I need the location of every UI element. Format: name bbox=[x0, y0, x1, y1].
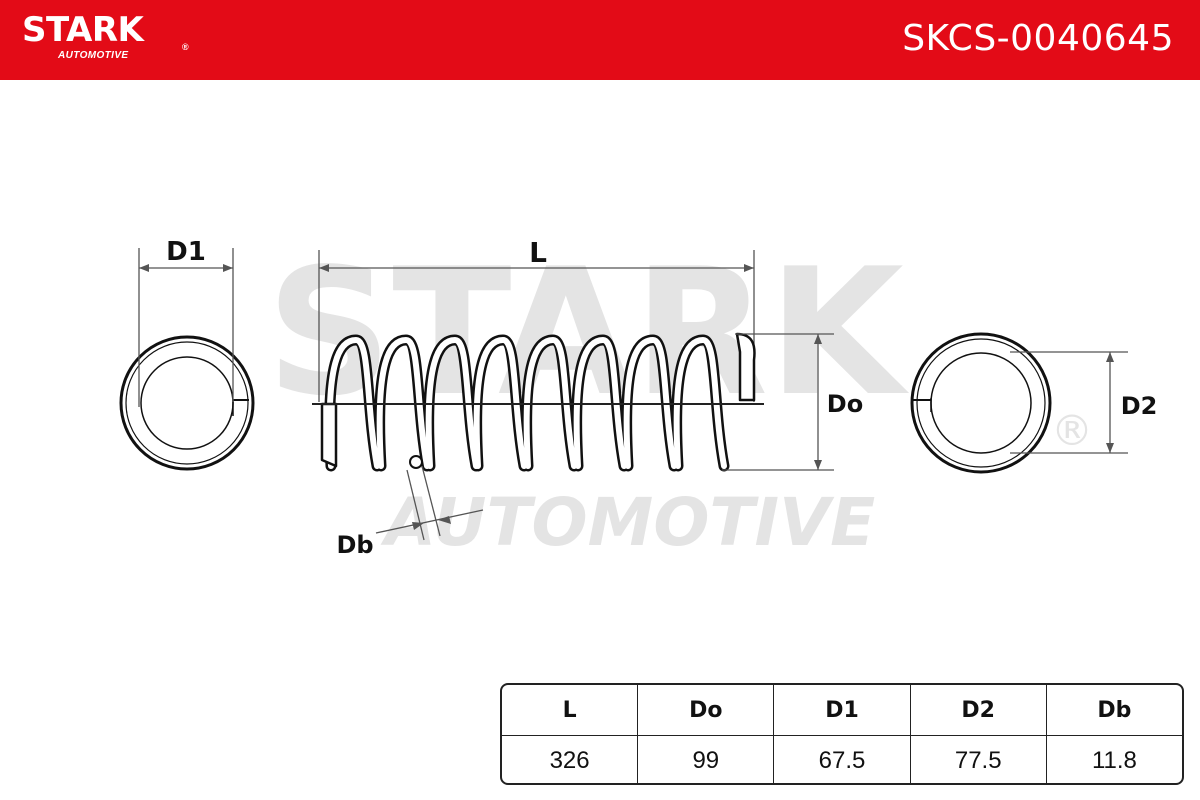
d1-label: D1 bbox=[166, 237, 206, 267]
spec-header-d2: D2 bbox=[909, 685, 1046, 735]
spec-header-do: Do bbox=[637, 685, 773, 735]
part-number: SKCS-0040645 bbox=[902, 18, 1174, 59]
spec-value-l: 326 bbox=[549, 747, 590, 774]
spec-value-do: 99 bbox=[637, 736, 773, 783]
stark-logo: STARK ® AUTOMOTIVE bbox=[22, 10, 189, 61]
end-view-left bbox=[119, 335, 255, 471]
do-label: Do bbox=[827, 390, 863, 418]
d2-label: D2 bbox=[1121, 392, 1158, 420]
spec-value-db: 11.8 bbox=[1045, 736, 1182, 783]
spring-end-right bbox=[735, 332, 756, 402]
watermark-registered: ® bbox=[1051, 406, 1093, 455]
do-dimension bbox=[722, 333, 834, 471]
d2-dimension bbox=[1010, 351, 1128, 454]
logo-brand: STARK bbox=[22, 10, 144, 50]
logo-subtitle: AUTOMOTIVE bbox=[58, 50, 129, 61]
watermark-subtitle: AUTOMOTIVE bbox=[380, 484, 875, 561]
db-label: Db bbox=[336, 531, 373, 559]
spec-value-d1: 67.5 bbox=[773, 736, 909, 783]
spec-table: L Do D1 D2 Db 326 99 67.5 77.5 11.8 bbox=[500, 683, 1184, 785]
spring-side-view bbox=[320, 332, 756, 472]
l-label: L bbox=[529, 236, 547, 269]
d1-dimension bbox=[138, 248, 234, 407]
logo-registered-mark: ® bbox=[182, 42, 189, 52]
db-dimension bbox=[375, 465, 484, 541]
wire-section-circle bbox=[409, 455, 423, 469]
spec-header-l: L bbox=[562, 697, 577, 723]
spec-value-d2: 77.5 bbox=[909, 736, 1046, 783]
spec-header-d1: D1 bbox=[773, 685, 909, 735]
spring-end-left bbox=[320, 402, 338, 468]
spec-table-value-row: 326 99 67.5 77.5 11.8 bbox=[502, 736, 1182, 783]
spec-header-db: Db bbox=[1045, 685, 1182, 735]
header-bar: STARK ® AUTOMOTIVE SKCS-0040645 bbox=[0, 0, 1200, 80]
spring-diagram: STARK AUTOMOTIVE ® D1 L Do bbox=[119, 232, 1158, 561]
end-view-right bbox=[910, 332, 1052, 474]
spec-table-header-row: L Do D1 D2 Db bbox=[502, 685, 1182, 736]
spring-coil-fill bbox=[326, 337, 727, 469]
